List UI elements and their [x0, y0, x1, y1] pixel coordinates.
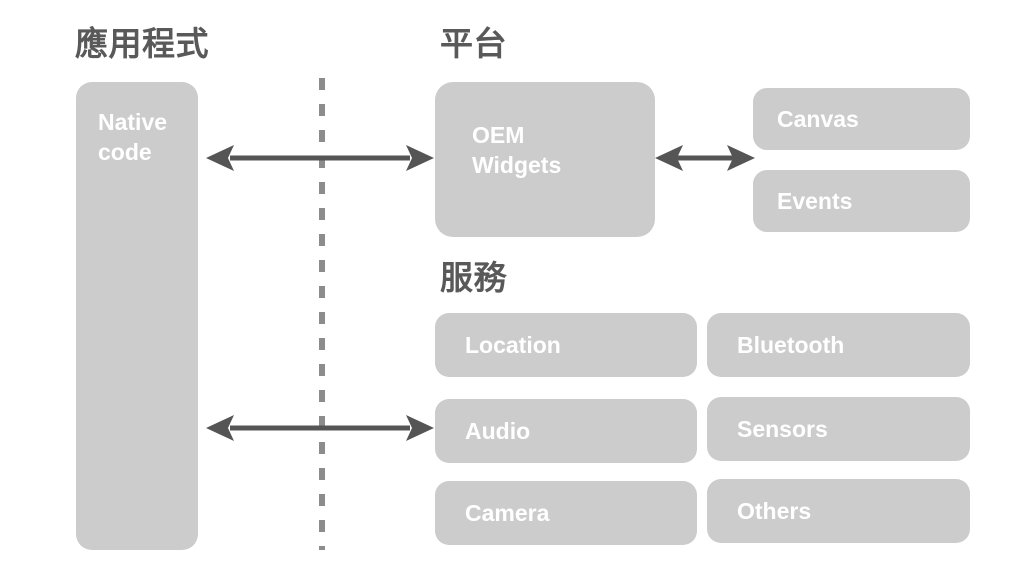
block-native-code[interactable]: Native code [76, 82, 198, 550]
block-location[interactable]: Location [435, 313, 697, 377]
block-sensors-label: Sensors [737, 416, 828, 442]
block-canvas[interactable]: Canvas [753, 88, 970, 150]
arrow-oem-widgets-to-modules [655, 145, 755, 171]
block-audio[interactable]: Audio [435, 399, 697, 463]
block-camera-label: Camera [465, 500, 550, 526]
block-events[interactable]: Events [753, 170, 970, 232]
block-sensors[interactable]: Sensors [707, 397, 970, 461]
heading-services: 服務 [440, 258, 507, 297]
arrow-native-code-to-services [206, 415, 434, 441]
block-bluetooth-label: Bluetooth [737, 332, 845, 358]
block-bluetooth[interactable]: Bluetooth [707, 313, 970, 377]
block-events-label: Events [777, 188, 853, 214]
block-oem-widgets-label: OEM Widgets [472, 122, 562, 178]
block-location-label: Location [465, 332, 561, 358]
arrow-native-code-to-oem-widgets [206, 145, 434, 171]
block-others-label: Others [737, 498, 812, 524]
block-others[interactable]: Others [707, 479, 970, 543]
block-camera[interactable]: Camera [435, 481, 697, 545]
heading-platform: 平台 [440, 24, 507, 63]
block-native-code-label: Native code [98, 109, 168, 165]
heading-applications: 應用程式 [75, 24, 209, 63]
block-canvas-label: Canvas [777, 106, 859, 132]
block-oem-widgets[interactable]: OEM Widgets [435, 82, 655, 237]
block-audio-label: Audio [465, 418, 531, 444]
